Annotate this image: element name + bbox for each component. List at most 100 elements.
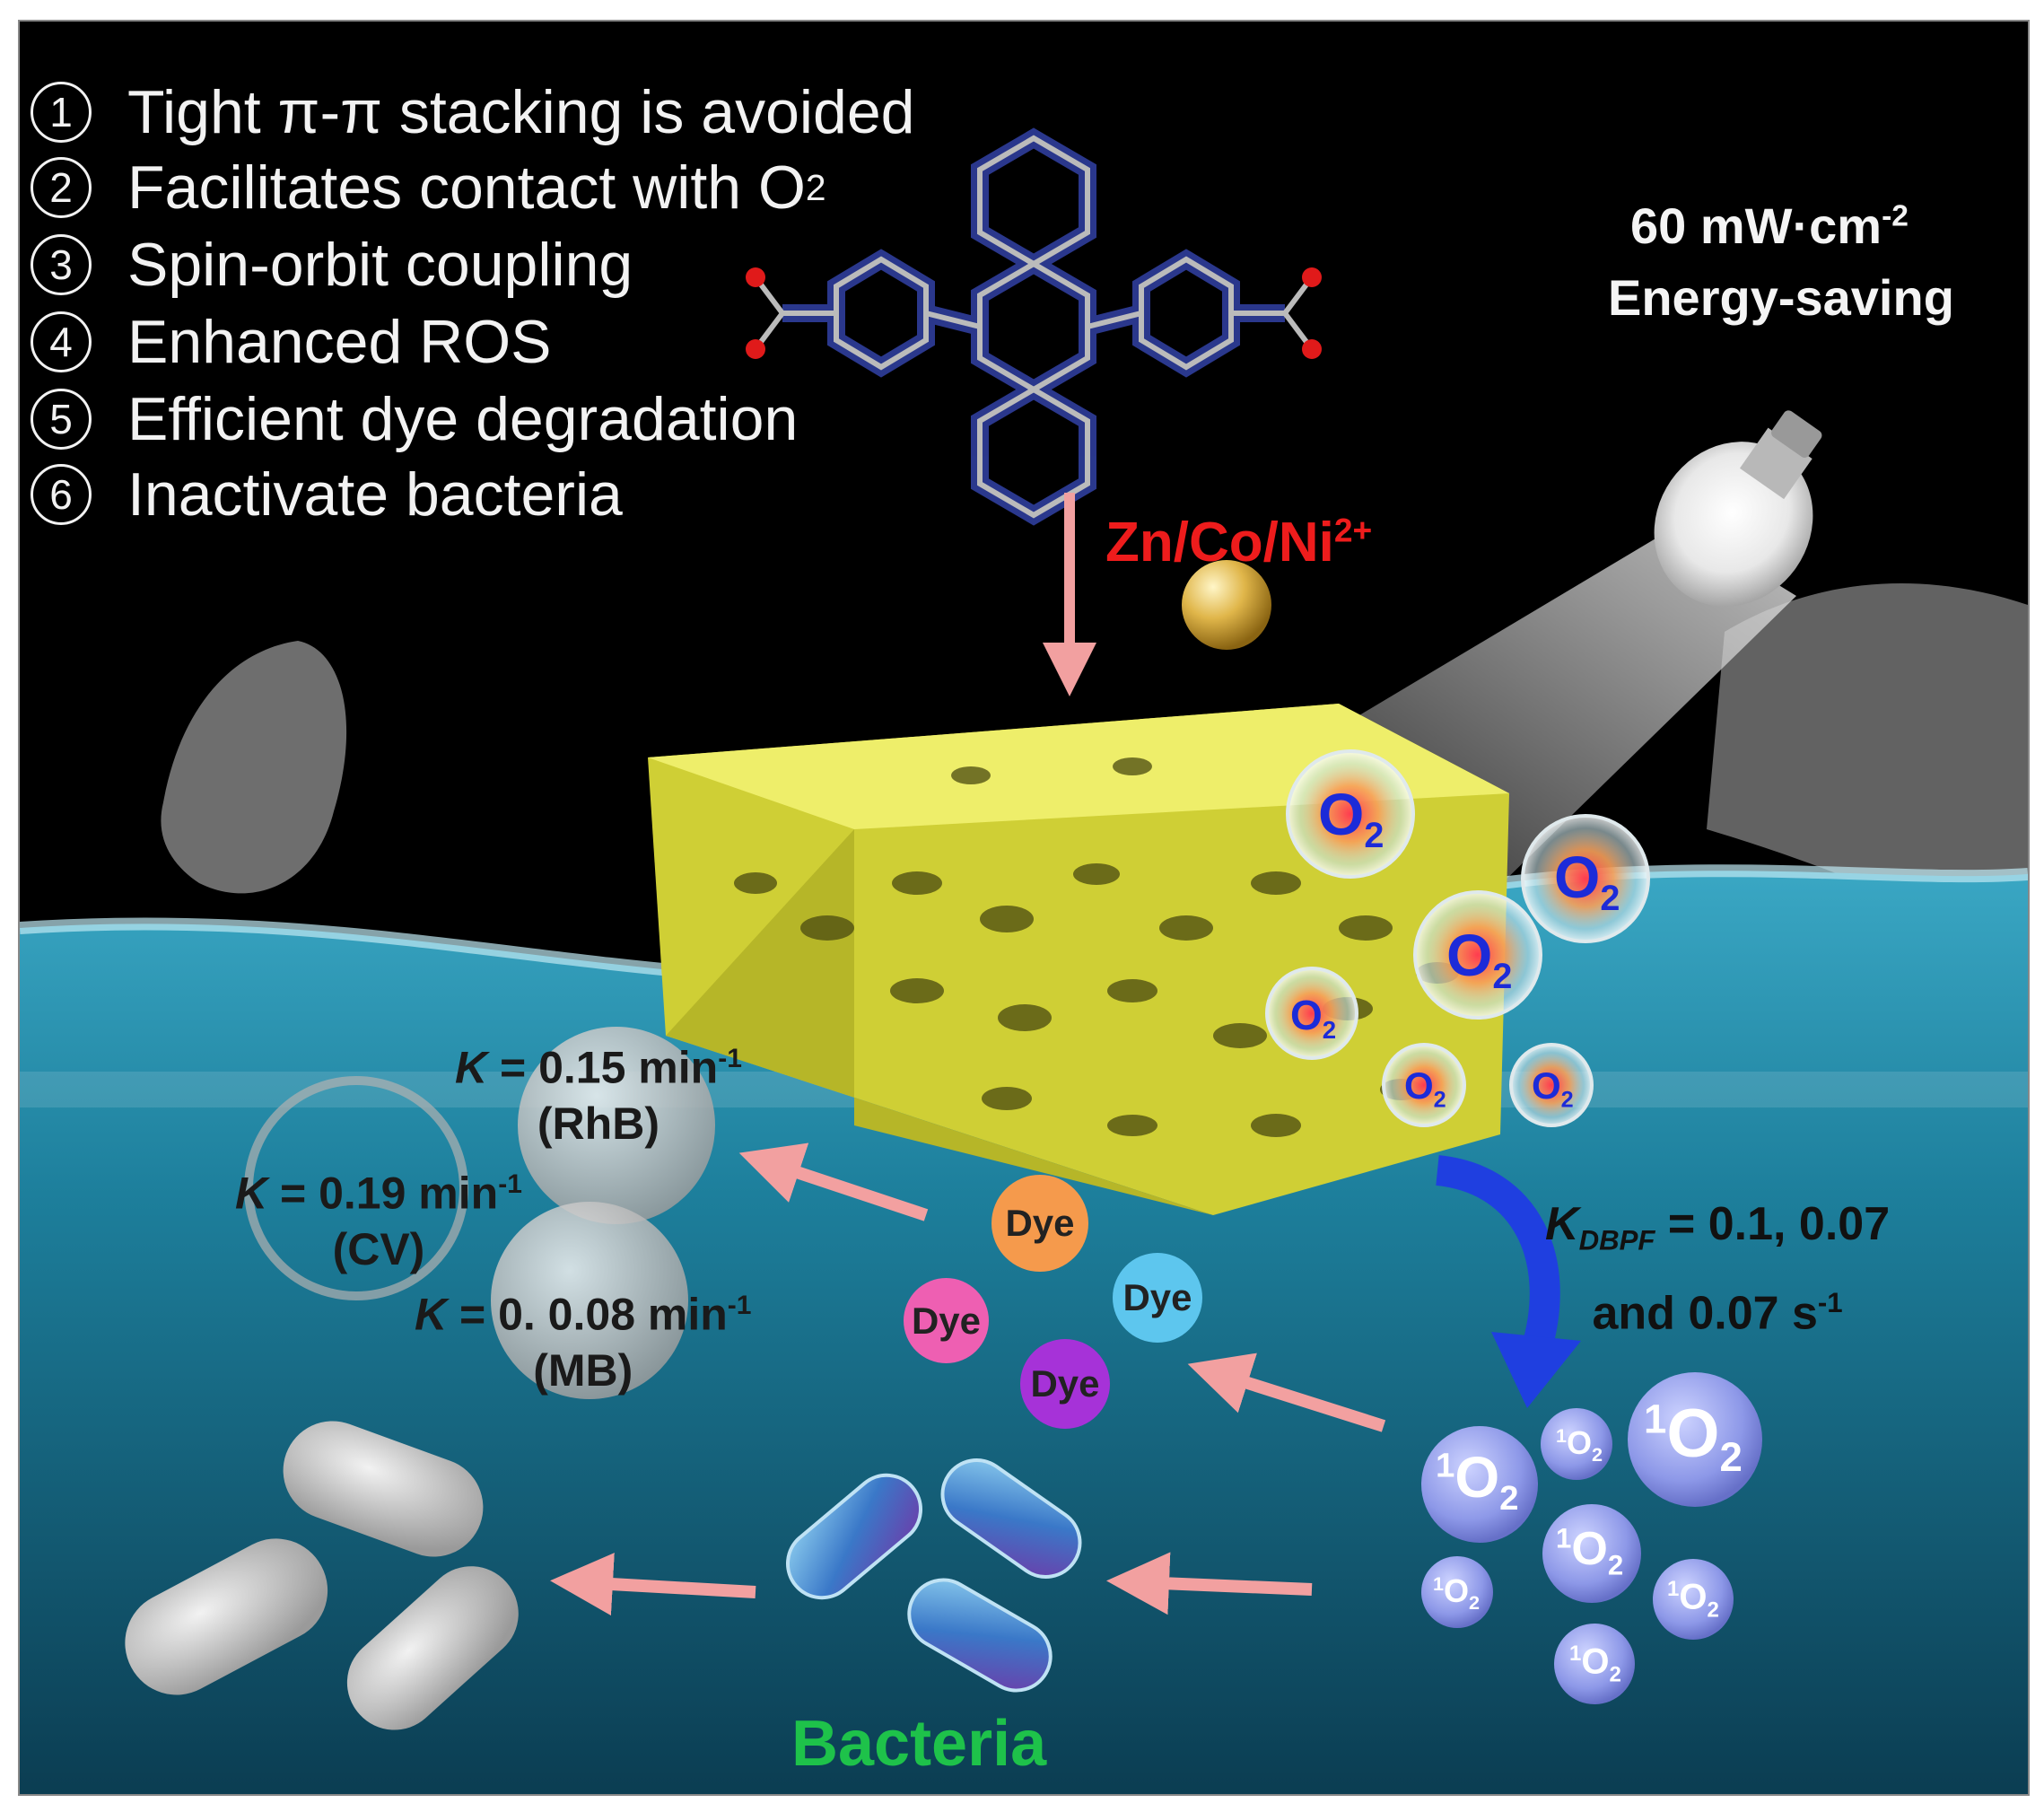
dead-bacteria xyxy=(125,1421,519,1730)
feature-text: Efficient dye degradation xyxy=(127,385,799,453)
feature-number: 4 xyxy=(31,311,92,372)
o2-symbol: O xyxy=(1318,781,1365,847)
singlet-o2-sub: 2 xyxy=(1469,1591,1481,1615)
feature-item-4: 4 Enhanced ROS xyxy=(31,307,552,377)
kdbpf-subscript: DBPF xyxy=(1578,1224,1655,1256)
o2-symbol: O xyxy=(1446,922,1493,988)
o2-symbol: O xyxy=(1290,992,1323,1038)
o2-subscript: 2 xyxy=(1560,1087,1574,1113)
ligand-oxygen-atoms xyxy=(746,267,1322,359)
o2-symbol: O xyxy=(1532,1064,1561,1107)
singlet-o2-sub: 2 xyxy=(1719,1434,1743,1481)
singlet-o2-label: 1O2 xyxy=(1667,1577,1719,1623)
singlet-o2-sup: 1 xyxy=(1569,1641,1582,1666)
feature-item-1: 1 Tight π-π stacking is avoided xyxy=(31,77,914,147)
singlet-o2-sup: 1 xyxy=(1436,1446,1455,1485)
singlet-o2-label: 1O2 xyxy=(1433,1572,1480,1615)
living-bacteria xyxy=(785,1458,1082,1693)
o2-bubble xyxy=(1286,749,1415,879)
kdbpf-symbol: K xyxy=(1545,1198,1579,1250)
rate-cv: K = 0.19 min-1 (CV) xyxy=(235,1157,522,1277)
rate-symbol: K xyxy=(415,1289,448,1340)
singlet-o2-symbol: O xyxy=(1679,1577,1708,1617)
feature-text: Tight π-π stacking is avoided xyxy=(127,78,915,146)
rate-symbol: K xyxy=(455,1042,488,1093)
feature-text: Enhanced ROS xyxy=(127,308,552,376)
singlet-o2-sup: 1 xyxy=(1667,1577,1680,1601)
dye-sphere-orange: Dye xyxy=(991,1175,1088,1272)
rate-cv-value: K = 0.19 min-1 xyxy=(235,1157,522,1221)
dye-sphere-pink: Dye xyxy=(904,1278,989,1363)
singlet-o2-symbol: O xyxy=(1567,1424,1593,1461)
singlet-o2-sup: 1 xyxy=(1433,1572,1445,1595)
o2-label: O2 xyxy=(1446,921,1512,997)
singlet-o2-label: 1O2 xyxy=(1556,1424,1603,1466)
feature-text: Inactivate bacteria xyxy=(127,460,623,529)
singlet-o2-symbol: O xyxy=(1571,1523,1608,1575)
degraded-dye-spheres xyxy=(244,1027,715,1399)
singlet-oxygen-spheres xyxy=(1421,1372,1762,1704)
singlet-o2-label: 1O2 xyxy=(1644,1395,1743,1481)
singlet-o2-symbol: O xyxy=(1454,1445,1500,1510)
light-label: Energy-saving xyxy=(1608,269,1954,326)
dye-sphere-purple: Dye xyxy=(1020,1339,1110,1429)
left-splash xyxy=(161,641,347,894)
kdbpf-line1: KDBPF = 0.1, 0.07 xyxy=(1545,1193,1890,1272)
o2-symbol: O xyxy=(1404,1064,1434,1107)
rate-mb-dye: (MB) xyxy=(533,1344,633,1396)
arrow-so-to-bacteria xyxy=(1106,1552,1313,1615)
light-intensity: 60 mW·cm-2 xyxy=(1630,197,1909,255)
singlet-o2-symbol: O xyxy=(1444,1572,1470,1609)
arrow-bacteria-to-dead xyxy=(550,1553,756,1616)
bacteria-label: Bacteria xyxy=(791,1708,1047,1780)
singlet-o2-label: 1O2 xyxy=(1436,1444,1519,1519)
rate-rhb-value: K = 0.15 min-1 xyxy=(455,1031,742,1096)
metal-ion-label: Zn/Co/Ni2+ xyxy=(1105,511,1372,574)
o2-label: O2 xyxy=(1318,780,1384,856)
o2-subscript: 2 xyxy=(1322,1016,1337,1045)
blue-arrow-head xyxy=(1491,1332,1581,1408)
singlet-o2-label: 1O2 xyxy=(1569,1641,1621,1687)
feature-number: 5 xyxy=(31,389,92,450)
o2-bubble xyxy=(1382,1043,1466,1127)
rate-unit-exp: -1 xyxy=(718,1044,742,1073)
o2-label: O2 xyxy=(1532,1064,1574,1113)
singlet-o2-sub: 2 xyxy=(1609,1662,1621,1687)
ligand-atoms xyxy=(753,135,1315,519)
feature-text: Facilitates contact with O xyxy=(127,153,806,222)
singlet-o2-sup: 1 xyxy=(1556,1522,1572,1554)
singlet-o2-sub: 2 xyxy=(1592,1443,1603,1466)
singlet-o2-sup: 1 xyxy=(1556,1424,1568,1447)
rate-cv-dye: (CV) xyxy=(332,1223,425,1274)
rate-number: = 0.19 min xyxy=(267,1168,499,1219)
scene-illustration xyxy=(20,127,2028,1794)
rate-number: = 0. 0.08 min xyxy=(447,1289,728,1340)
feature-item-5: 5 Efficient dye degradation xyxy=(31,384,798,454)
ligand-molecule xyxy=(782,127,1285,526)
feature-subscript: 2 xyxy=(805,166,826,208)
feature-item-6: 6 Inactivate bacteria xyxy=(31,460,623,530)
o2-bubble xyxy=(1521,814,1650,943)
figure-frame: 1 Tight π-π stacking is avoided 2 Facili… xyxy=(18,20,2030,1796)
singlet-o2-sub: 2 xyxy=(1499,1478,1519,1518)
metal-ion-text: Zn/Co/Ni xyxy=(1105,512,1334,573)
rate-unit-exp: -1 xyxy=(727,1291,752,1320)
kdbpf-values: = 0.1, 0.07 xyxy=(1655,1198,1891,1250)
kdbpf-line2: and 0.07 s-1 xyxy=(1545,1272,1890,1344)
o2-subscript: 2 xyxy=(1492,957,1513,997)
o2-bubble xyxy=(1413,890,1542,1020)
singlet-o2-sub: 2 xyxy=(1607,1549,1624,1581)
rate-mb: K = 0. 0.08 min-1 (MB) xyxy=(415,1278,751,1398)
rate-unit-exp: -1 xyxy=(498,1169,522,1199)
arrow-dye-to-degraded xyxy=(738,1142,929,1221)
singlet-o2-label: 1O2 xyxy=(1556,1522,1623,1581)
feature-item-3: 3 Spin-orbit coupling xyxy=(31,230,633,300)
metal-ion-sphere xyxy=(1182,560,1271,650)
kdbpf-label: KDBPF = 0.1, 0.07 and 0.07 s-1 xyxy=(1545,1193,1890,1345)
feature-text: Spin-orbit coupling xyxy=(127,231,633,299)
rate-number: = 0.15 min xyxy=(487,1042,719,1093)
o2-bubble xyxy=(1265,967,1358,1060)
feature-number: 1 xyxy=(31,82,92,143)
o2-bubble xyxy=(1509,1043,1594,1127)
